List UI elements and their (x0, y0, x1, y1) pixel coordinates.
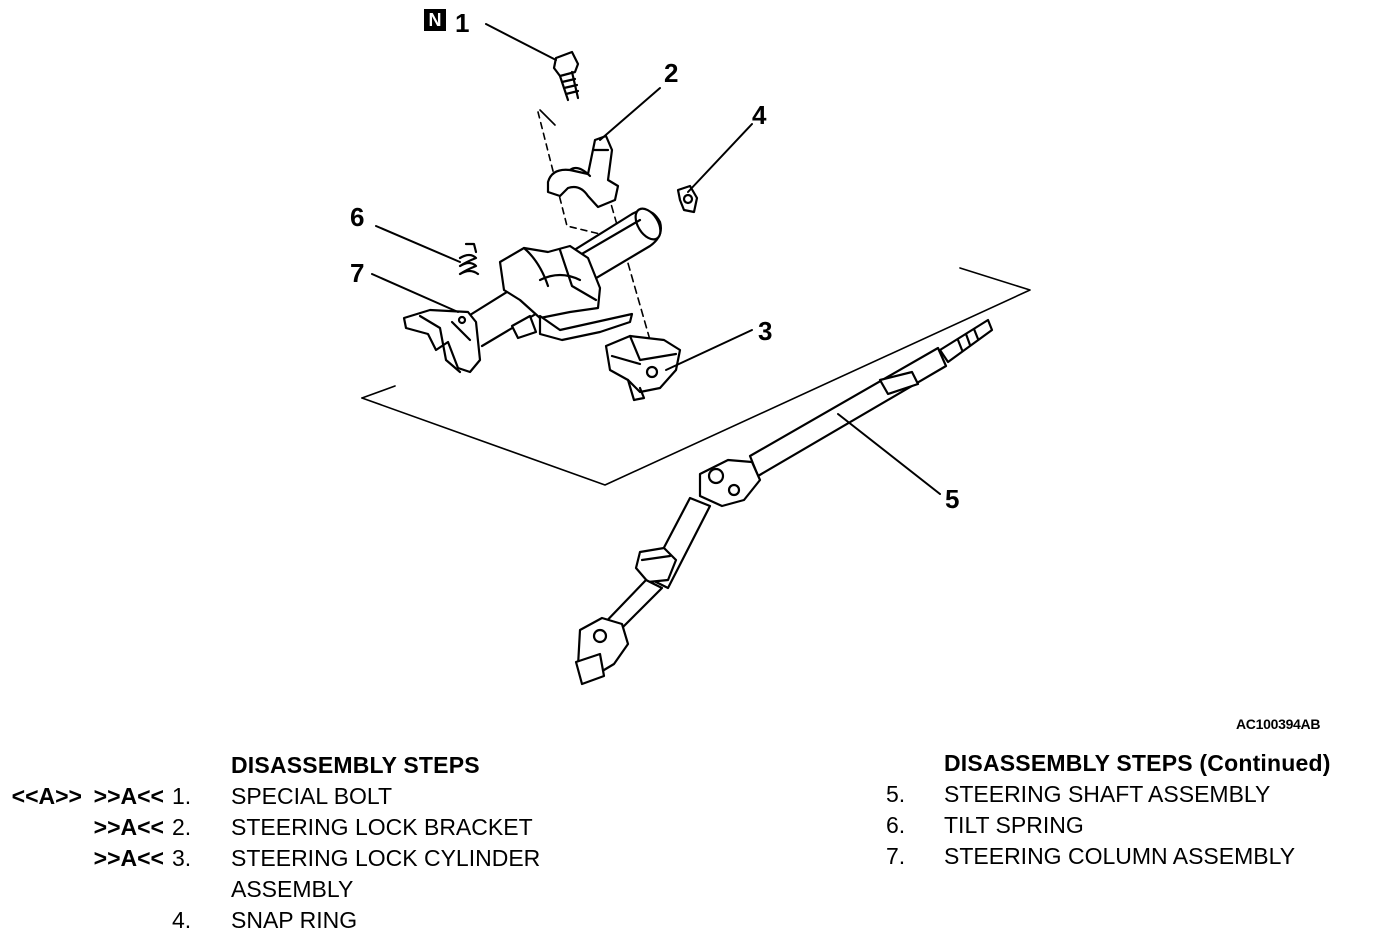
callout-3: 3 (758, 316, 772, 346)
steps-title-left: DISASSEMBLY STEPS (231, 752, 480, 778)
leader-lines (371, 23, 941, 495)
callout-7: 7 (350, 258, 364, 288)
steering-shaft-part (574, 318, 994, 686)
step-name: SPECIAL BOLT (231, 783, 393, 809)
step-row-3: >>A<< 3. STEERING LOCK CYLINDER ASSEMBLY (0, 845, 700, 905)
step-name: STEERING COLUMN ASSEMBLY (944, 843, 1296, 869)
callout-5: 5 (945, 484, 959, 514)
special-bolt-part (552, 50, 580, 102)
step-row-7: 7. STEERING COLUMN ASSEMBLY (880, 843, 1380, 871)
step-number: 5. (886, 781, 906, 807)
snap-ring-part (676, 184, 699, 214)
step-name: TILT SPRING (944, 812, 1084, 838)
step-number: 6. (886, 812, 906, 838)
step-mark-a: <<A>> (11, 783, 82, 809)
step-name-line2: ASSEMBLY (231, 876, 354, 902)
step-number: 4. (172, 907, 192, 933)
step-number: 7. (886, 843, 906, 869)
step-name: STEERING LOCK CYLINDER (231, 845, 541, 871)
steering-lock-cylinder-part (604, 334, 682, 402)
step-row-6: 6. TILT SPRING (880, 812, 1380, 840)
callout-4: 4 (752, 100, 767, 130)
step-number: 1. (172, 783, 192, 809)
step-name: STEERING LOCK BRACKET (231, 814, 533, 840)
steering-column-exploded-diagram: 1 2 4 6 7 3 5 (350, 8, 1031, 686)
tilt-spring-part (458, 242, 480, 276)
step-number: 2. (172, 814, 192, 840)
steering-lock-bracket-part (546, 134, 620, 209)
step-row-1: <<A>> >>A<< 1. SPECIAL BOLT (0, 783, 700, 811)
figure-id: AC100394AB (1236, 716, 1321, 732)
new-part-badge: N (424, 9, 446, 31)
step-name: STEERING SHAFT ASSEMBLY (944, 781, 1271, 807)
callout-1: 1 (455, 8, 469, 38)
step-number: 3. (172, 845, 192, 871)
callout-6: 6 (350, 202, 364, 232)
assembly-outline (361, 109, 1031, 486)
steering-column-part (402, 207, 662, 374)
step-row-4: 4. SNAP RING (0, 907, 700, 935)
step-mark-b: >>A<< (93, 814, 164, 840)
steps-title-right: DISASSEMBLY STEPS (Continued) (944, 750, 1331, 776)
step-mark-b: >>A<< (93, 783, 164, 809)
step-row-5: 5. STEERING SHAFT ASSEMBLY (880, 781, 1380, 809)
callout-2: 2 (664, 58, 678, 88)
step-name: SNAP RING (231, 907, 358, 933)
step-mark-b: >>A<< (93, 845, 164, 871)
step-row-2: >>A<< 2. STEERING LOCK BRACKET (0, 814, 700, 842)
